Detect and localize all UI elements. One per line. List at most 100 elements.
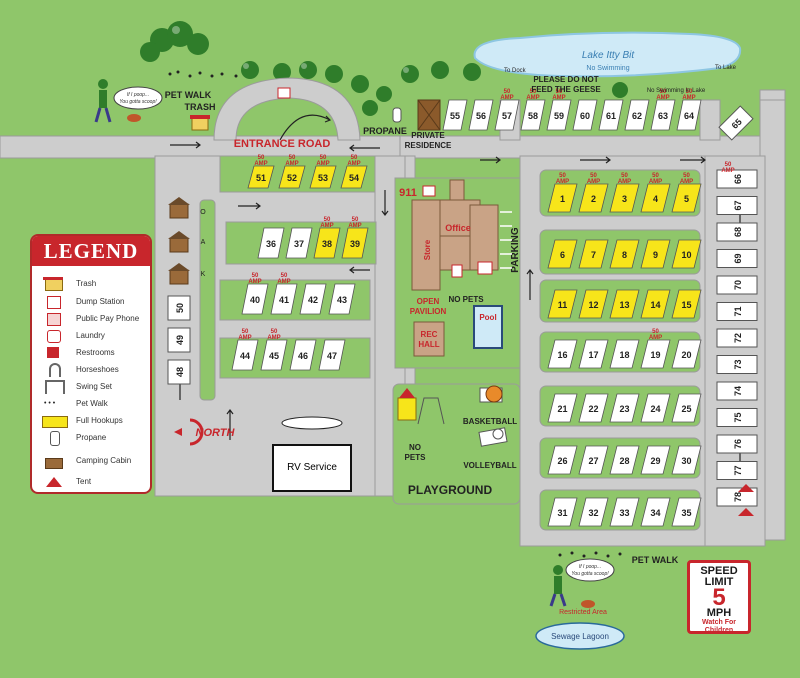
pet-walk-figure-bottom: If I poop... You gotta scoop! bbox=[549, 558, 615, 608]
site-69[interactable]: 69 bbox=[716, 249, 758, 268]
site-17[interactable]: 17 bbox=[578, 339, 609, 369]
site-6[interactable]: 6 bbox=[547, 239, 578, 269]
site-21[interactable]: 21 bbox=[547, 393, 578, 423]
site-8[interactable]: 8 bbox=[609, 239, 640, 269]
site-16[interactable]: 16 bbox=[547, 339, 578, 369]
site-61[interactable]: 61 bbox=[598, 99, 624, 131]
site-27[interactable]: 27 bbox=[578, 445, 609, 475]
site-48[interactable]: 48 bbox=[167, 359, 191, 385]
site-20[interactable]: 20 bbox=[671, 339, 702, 369]
site-36[interactable]: 36 bbox=[257, 227, 285, 259]
site-25[interactable]: 25 bbox=[671, 393, 702, 423]
site-18[interactable]: 18 bbox=[609, 339, 640, 369]
site-74[interactable]: 74 bbox=[716, 381, 758, 401]
site-47[interactable]: 47 bbox=[318, 339, 346, 371]
site-19-amp-50: 50 bbox=[652, 329, 659, 335]
site-14[interactable]: 14 bbox=[640, 289, 671, 319]
site-22[interactable]: 22 bbox=[578, 393, 609, 423]
site-55[interactable]: 55 bbox=[442, 99, 468, 131]
site-33[interactable]: 33 bbox=[609, 497, 640, 527]
site-7[interactable]: 7 bbox=[578, 239, 609, 269]
site-25-number: 25 bbox=[681, 404, 691, 414]
site-70[interactable]: 70 bbox=[716, 275, 758, 295]
phone-911-icon bbox=[422, 185, 436, 197]
site-10[interactable]: 10 bbox=[671, 239, 702, 269]
site-8-pad bbox=[609, 239, 640, 269]
site-41-amp-50: 50 bbox=[281, 273, 288, 279]
site-28[interactable]: 28 bbox=[609, 445, 640, 475]
site-63-amp-50: 50 bbox=[660, 89, 667, 95]
to-lake-label: To Lake bbox=[715, 65, 737, 71]
site-41-amp-label: AMP bbox=[277, 279, 290, 285]
site-37-pad bbox=[285, 227, 313, 259]
site-13[interactable]: 13 bbox=[609, 289, 640, 319]
site-71[interactable]: 71 bbox=[716, 302, 758, 321]
site-30[interactable]: 30 bbox=[671, 445, 702, 475]
open-pavilion-label-1: OPEN bbox=[417, 297, 440, 306]
site-63-amp-label: AMP bbox=[656, 95, 669, 101]
site-72[interactable]: 72 bbox=[716, 328, 758, 348]
site-56[interactable]: 56 bbox=[468, 99, 494, 131]
site-60[interactable]: 60 bbox=[572, 99, 598, 131]
site-15[interactable]: 15 bbox=[671, 289, 702, 319]
site-29[interactable]: 29 bbox=[640, 445, 671, 475]
site-62[interactable]: 62 bbox=[624, 99, 650, 131]
site-9[interactable]: 9 bbox=[640, 239, 671, 269]
site-32[interactable]: 32 bbox=[578, 497, 609, 527]
site-76[interactable]: 76 bbox=[716, 434, 758, 454]
site-23[interactable]: 23 bbox=[609, 393, 640, 423]
site-77[interactable]: 77 bbox=[716, 461, 758, 480]
site-34[interactable]: 34 bbox=[640, 497, 671, 527]
site-50[interactable]: 50 bbox=[167, 295, 191, 321]
site-12[interactable]: 12 bbox=[578, 289, 609, 319]
site-43[interactable]: 43 bbox=[328, 283, 356, 315]
horseshoes-icon bbox=[42, 363, 64, 377]
site-73[interactable]: 73 bbox=[716, 355, 758, 374]
site-35[interactable]: 35 bbox=[671, 497, 702, 527]
site-46[interactable]: 46 bbox=[289, 339, 317, 371]
site-37[interactable]: 37 bbox=[285, 227, 313, 259]
site-24[interactable]: 24 bbox=[640, 393, 671, 423]
site-67[interactable]: 67 bbox=[716, 196, 758, 215]
site-67-number: 67 bbox=[733, 200, 743, 210]
site-75[interactable]: 75 bbox=[716, 408, 758, 427]
swing-set-icon bbox=[397, 388, 445, 425]
site-31[interactable]: 31 bbox=[547, 497, 578, 527]
to-dock-label: To Dock bbox=[504, 68, 527, 74]
site-42[interactable]: 42 bbox=[299, 283, 327, 315]
site-11[interactable]: 11 bbox=[547, 289, 578, 319]
site-26[interactable]: 26 bbox=[547, 445, 578, 475]
sewage-lagoon bbox=[535, 622, 625, 650]
site-53-amp-50: 50 bbox=[320, 155, 327, 161]
site-45-amp-label: AMP bbox=[267, 335, 280, 341]
site-49[interactable]: 49 bbox=[167, 327, 191, 353]
site-64-amp-50: 50 bbox=[686, 89, 693, 95]
site-42-number: 42 bbox=[308, 295, 318, 305]
site-68[interactable]: 68 bbox=[716, 222, 758, 242]
site-65[interactable]: 65 bbox=[718, 105, 754, 141]
legend-item-propane: Propane bbox=[36, 430, 148, 446]
site-51-amp-50: 50 bbox=[258, 155, 265, 161]
